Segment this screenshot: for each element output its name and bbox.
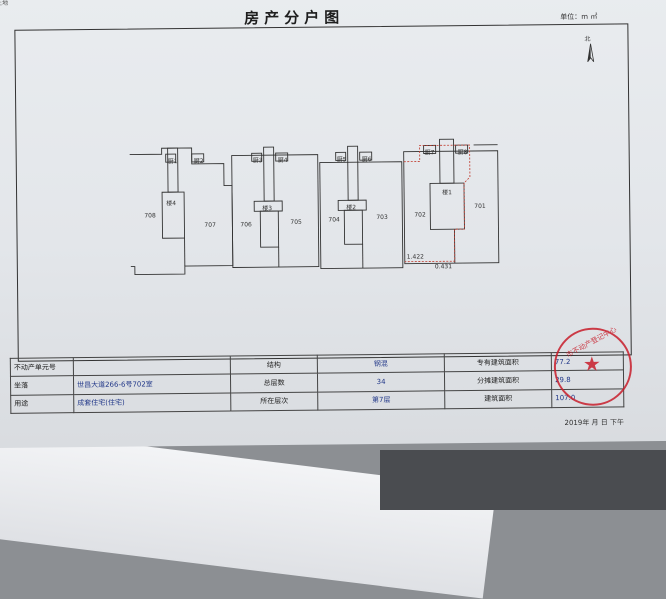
room-703: 703 — [376, 214, 388, 221]
cell-value: 成套住宅(住宅) — [74, 393, 231, 413]
floor-plan-svg — [124, 137, 515, 281]
cell-key: 分摊建筑面积 — [444, 371, 551, 390]
kitchen-label: 厨7 — [425, 147, 435, 156]
official-seal: 市不动产登记中心 ★ — [554, 327, 633, 406]
stair-label: 楼4 — [166, 198, 176, 207]
kitchen-label: 厨2 — [194, 156, 204, 165]
cell-label: 坐落 — [10, 376, 73, 395]
stair-label: 楼2 — [346, 202, 356, 211]
room-708: 708 — [144, 212, 156, 219]
cell-key: 结构 — [230, 355, 317, 374]
room-707: 707 — [204, 222, 216, 229]
north-arrow: 北 — [580, 36, 600, 66]
north-label: 北 — [584, 34, 590, 43]
kitchen-label: 厨6 — [362, 154, 372, 163]
kitchen-label: 厨1 — [168, 156, 178, 165]
room-706: 706 — [240, 221, 252, 228]
north-arrow-icon — [580, 36, 600, 66]
dimension-label: 0.431 — [435, 263, 452, 270]
room-705: 705 — [290, 219, 302, 226]
cell-value: 世昌大道266-6号702室 — [73, 374, 230, 394]
floor-plan-drawing: 708 707 706 705 704 703 702 701 厨1 厨2 厨3… — [124, 137, 515, 281]
cell-label: 不动产单元号 — [10, 358, 73, 377]
kitchen-label: 厨5 — [337, 154, 347, 163]
room-701: 701 — [474, 203, 486, 210]
kitchen-label: 厨8 — [458, 147, 468, 156]
cell-label: 用途 — [11, 394, 74, 413]
cell-key: 所在层次 — [231, 392, 318, 411]
cell-key: 建筑面积 — [445, 389, 552, 408]
kitchen-label: 厨3 — [253, 155, 263, 164]
property-info-table: 不动产单元号 结构 钢混 专有建筑面积 77.2 坐落 世昌大道266-6号70… — [10, 351, 625, 413]
cell-value: 钢混 — [317, 354, 444, 374]
star-icon: ★ — [583, 352, 601, 376]
issue-date: 2019年 月 日 下午 — [564, 417, 624, 428]
unit-label: 单位：m ㎡ — [560, 12, 597, 22]
cell-key: 专有建筑面积 — [444, 353, 551, 372]
cell-value: 第7层 — [318, 390, 445, 410]
document-title: 房产分户图 — [244, 6, 344, 28]
floor-plan-document: 土地 房产分户图 单位：m ㎡ 北 — [0, 0, 666, 448]
desk-surface — [380, 450, 666, 510]
stair-label: 楼1 — [442, 187, 452, 196]
kitchen-label: 厨4 — [278, 155, 288, 164]
cell-key: 总层数 — [230, 373, 317, 392]
dimension-label: 1.422 — [407, 254, 424, 261]
corner-note: 土地 — [0, 0, 8, 7]
cell-value — [73, 356, 230, 376]
stair-label: 楼3 — [262, 203, 272, 212]
room-702: 702 — [414, 211, 426, 218]
room-704: 704 — [328, 216, 340, 223]
cell-value: 34 — [317, 372, 444, 392]
